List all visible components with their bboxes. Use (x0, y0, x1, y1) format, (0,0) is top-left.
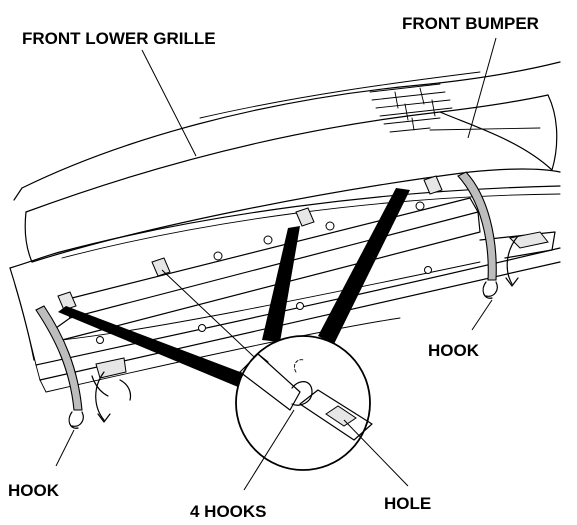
detail-pointer-wedges (58, 188, 410, 392)
label-hole: HOLE (384, 494, 431, 513)
label-hook-right: HOOK (428, 341, 480, 360)
leader-hole (343, 419, 409, 487)
left-strap (35, 305, 84, 429)
leader-4-hooks (243, 409, 295, 491)
leader-lines (55, 37, 497, 491)
label-front-lower-grille: FRONT LOWER GRILLE (22, 29, 216, 48)
leader-front-lower-grille (141, 49, 197, 157)
leader-hook-left (55, 429, 75, 467)
detail-guide-lines (161, 269, 271, 373)
grille-hook-tabs (57, 175, 443, 311)
right-strap (457, 171, 498, 299)
front-bumper-body (9, 61, 561, 366)
leader-front-bumper (467, 37, 497, 139)
label-hook-left: HOOK (8, 481, 60, 500)
direction-arrows (95, 235, 519, 423)
hook-detail-magnifier (235, 335, 373, 471)
leader-hook-right (471, 299, 493, 331)
label-front-bumper: FRONT BUMPER (402, 14, 539, 33)
grille-mesh (369, 83, 453, 133)
label-4-hooks: 4 HOOKS (190, 502, 267, 521)
